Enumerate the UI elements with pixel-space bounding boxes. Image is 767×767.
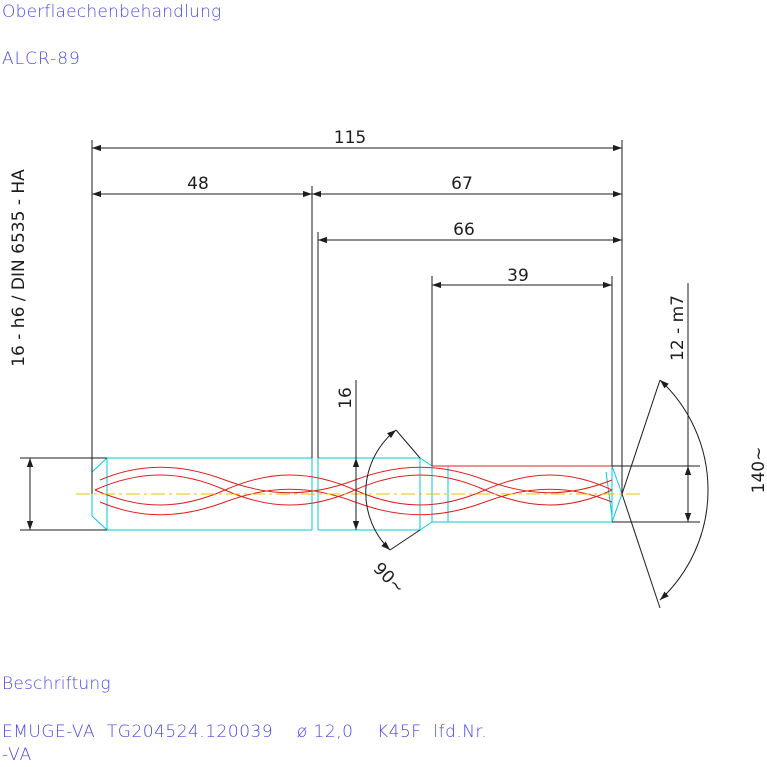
dimension-lines xyxy=(20,140,709,609)
coating-designation: ALCR-89 xyxy=(2,49,81,69)
flute-curves xyxy=(94,466,613,516)
dim-transition-angle: 90~ xyxy=(369,559,409,599)
dim-shank-length: 48 xyxy=(187,174,209,194)
dim-point-angle: 140~ xyxy=(749,447,767,494)
surface-treatment-title: Oberflaechenbehandlung xyxy=(2,2,222,22)
dim-body-length: 67 xyxy=(451,174,473,194)
labeling-line-2: -VA xyxy=(2,745,33,765)
labeling-title: Beschriftung xyxy=(2,674,111,694)
dim-neck-diameter: 16 xyxy=(336,387,356,409)
dim-cut-length: 39 xyxy=(507,266,529,286)
labeling-line-1: EMUGE-VA TG204524.120039 ø 12,0 K45F lfd… xyxy=(2,722,488,742)
dim-shank-diameter: 16 - h6 / DIN 6535 - HA xyxy=(9,169,29,367)
dim-neck-length: 66 xyxy=(453,220,475,240)
dim-cut-diameter: 12 - m7 xyxy=(668,295,688,361)
dim-overall-length: 115 xyxy=(334,128,366,148)
